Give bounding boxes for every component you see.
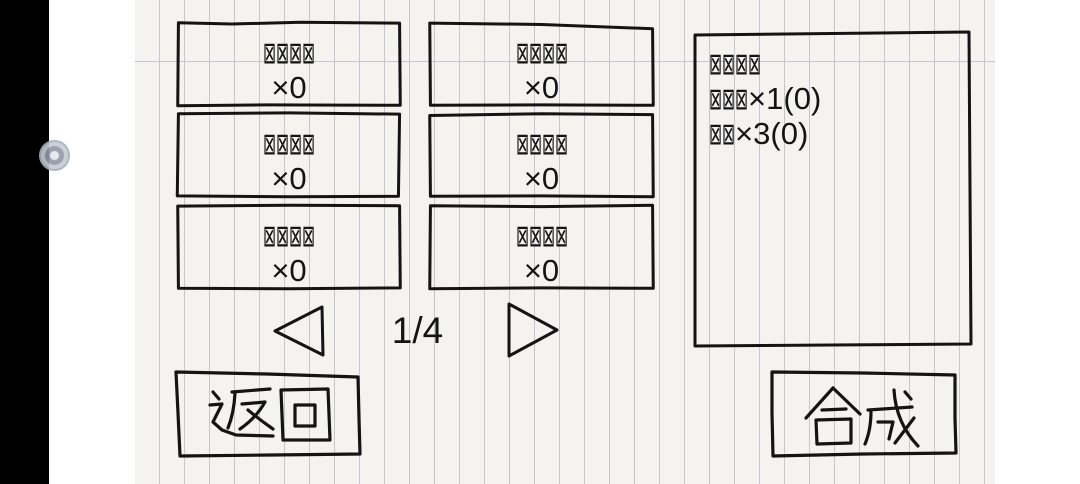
item-count: ×0 xyxy=(523,253,560,288)
item-slot-frame xyxy=(427,204,656,290)
left-letterbox xyxy=(0,0,49,484)
item-name: ⊠⊠⊠⊠ xyxy=(175,222,403,252)
recipe-requirement: ⊠⊠×3(0) xyxy=(709,116,809,152)
page-indicator: 1/4 xyxy=(391,310,444,351)
assistive-touch-icon[interactable] xyxy=(39,140,70,171)
back-button[interactable] xyxy=(172,368,364,460)
missing-glyph: ⊠ xyxy=(554,127,568,162)
recipe-text: ⊠⊠⊠⊠ ⊠⊠⊠×1(0) ⊠⊠×3(0) xyxy=(709,46,822,152)
item-name: ⊠⊠⊠⊠ xyxy=(427,130,656,160)
missing-glyph: ⊠ xyxy=(289,219,303,254)
missing-glyph: ⊠ xyxy=(289,36,303,71)
recipe-detail-panel: ⊠⊠⊠⊠ ⊠⊠⊠×1(0) ⊠⊠×3(0) xyxy=(692,29,974,349)
item-count: ×0 xyxy=(271,70,307,105)
item-slot[interactable]: ⊠⊠⊠⊠ ×0 xyxy=(427,112,656,198)
item-name: ⊠⊠⊠⊠ xyxy=(175,39,403,69)
missing-glyph: ⊠ xyxy=(289,127,303,162)
craft-button-frame xyxy=(772,372,956,456)
item-slot-frame xyxy=(175,112,403,198)
item-slot[interactable]: ⊠⊠⊠⊠ ×0 xyxy=(427,21,656,107)
item-slot[interactable]: ⊠⊠⊠⊠ ×0 xyxy=(175,204,403,290)
back-button-lettering xyxy=(210,389,330,440)
missing-glyph: ⊠ xyxy=(541,36,555,71)
missing-glyph: ⊠ xyxy=(722,82,736,117)
missing-glyph: ⊠ xyxy=(276,219,290,254)
item-slot-frame xyxy=(175,204,403,290)
missing-glyph: ⊠ xyxy=(302,36,316,71)
missing-glyph: ⊠ xyxy=(302,219,316,254)
missing-glyph: ⊠ xyxy=(554,36,568,71)
craft-button[interactable] xyxy=(768,368,960,460)
missing-glyph: ⊠ xyxy=(263,36,277,71)
back-button-frame xyxy=(176,372,360,456)
missing-glyph: ⊠ xyxy=(528,36,542,71)
missing-glyph: ⊠ xyxy=(515,219,529,254)
missing-glyph: ⊠ xyxy=(735,82,749,117)
item-count: ×0 xyxy=(523,161,560,196)
missing-glyph: ⊠ xyxy=(554,219,568,254)
item-count: ×0 xyxy=(271,161,307,196)
missing-glyph: ⊠ xyxy=(528,127,542,162)
missing-glyph: ⊠ xyxy=(722,117,736,152)
item-slot-frame xyxy=(427,21,656,107)
recipe-requirement: ⊠⊠⊠×1(0) xyxy=(709,81,822,117)
craft-button-lettering xyxy=(806,388,918,446)
missing-glyph: ⊠ xyxy=(528,219,542,254)
item-slot-frame xyxy=(427,112,656,198)
missing-glyph: ⊠ xyxy=(748,47,762,82)
missing-glyph: ⊠ xyxy=(276,127,290,162)
item-name: ⊠⊠⊠⊠ xyxy=(175,130,403,160)
missing-glyph: ⊠ xyxy=(515,36,529,71)
missing-glyph: ⊠ xyxy=(709,117,723,152)
missing-glyph: ⊠ xyxy=(541,127,555,162)
missing-glyph: ⊠ xyxy=(735,47,749,82)
missing-glyph: ⊠ xyxy=(302,127,316,162)
missing-glyph: ⊠ xyxy=(709,47,723,82)
missing-glyph: ⊠ xyxy=(263,219,277,254)
missing-glyph: ⊠ xyxy=(515,127,529,162)
missing-glyph: ⊠ xyxy=(263,127,277,162)
missing-glyph: ⊠ xyxy=(276,36,290,71)
triangle-left-icon[interactable] xyxy=(271,304,327,358)
item-name: ⊠⊠⊠⊠ xyxy=(427,222,656,252)
item-count: ×0 xyxy=(271,253,307,288)
recipe-panel-frame xyxy=(692,29,974,349)
missing-glyph: ⊠ xyxy=(709,82,723,117)
missing-glyph: ⊠ xyxy=(541,219,555,254)
item-name: ⊠⊠⊠⊠ xyxy=(427,39,656,69)
item-slot[interactable]: ⊠⊠⊠⊠ ×0 xyxy=(427,204,656,290)
item-slot-frame xyxy=(175,21,403,107)
item-slot[interactable]: ⊠⊠⊠⊠ ×0 xyxy=(175,21,403,107)
triangle-right-icon[interactable] xyxy=(506,302,562,359)
recipe-title: ⊠⊠⊠⊠ xyxy=(709,46,821,82)
missing-glyph: ⊠ xyxy=(722,47,736,82)
item-slot[interactable]: ⊠⊠⊠⊠ ×0 xyxy=(175,112,403,198)
paper-background xyxy=(135,0,995,484)
item-count: ×0 xyxy=(523,70,560,105)
